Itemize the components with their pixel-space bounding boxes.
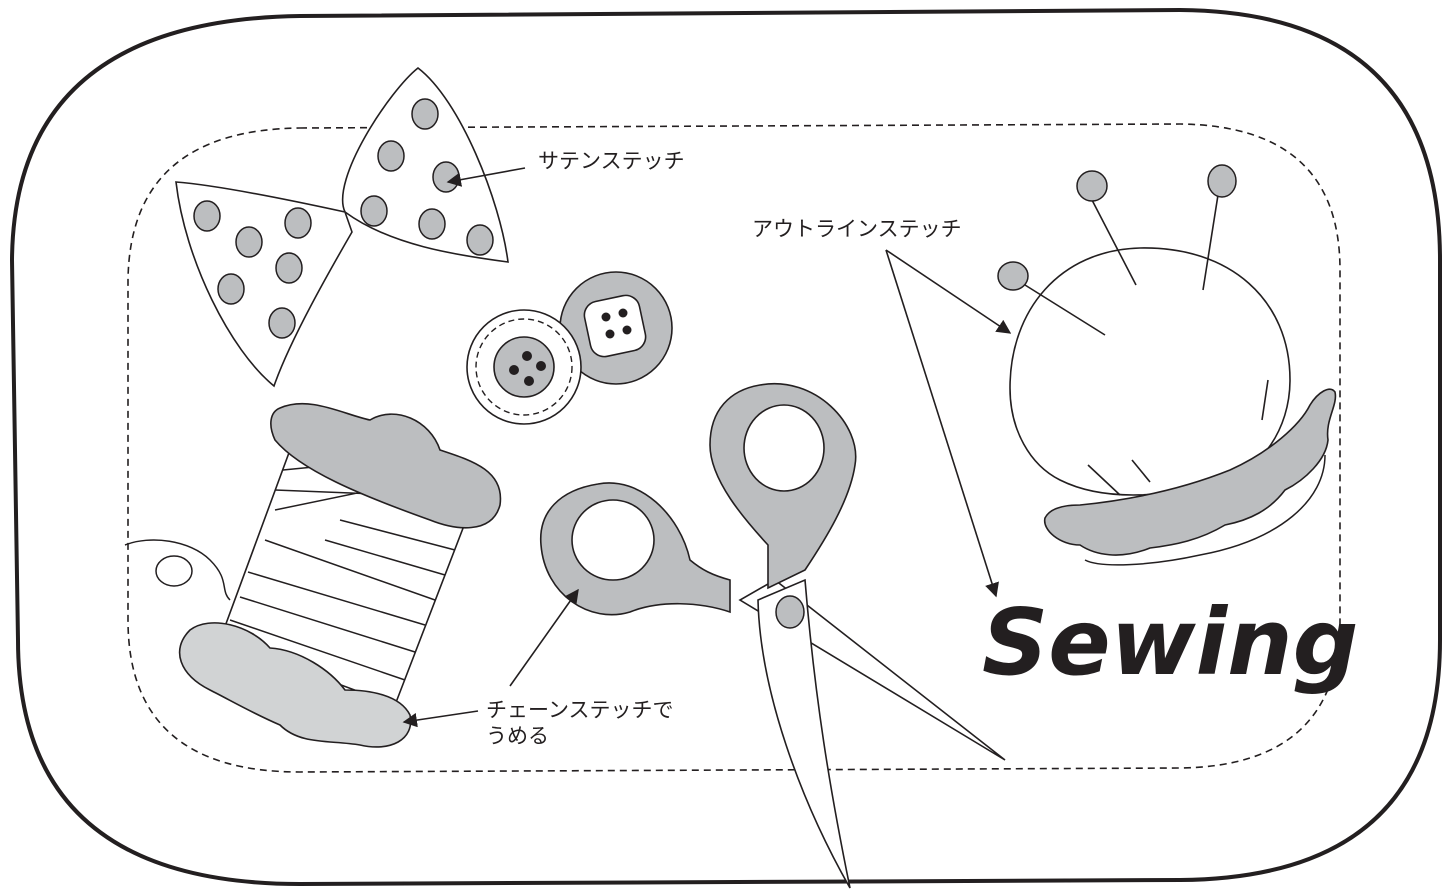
scissors-icon <box>539 382 1006 889</box>
thread-spool-icon <box>124 402 502 748</box>
chain-stitch-label-line1: チェーンステッチで <box>486 698 674 722</box>
ribbon-bow-icon <box>175 66 509 388</box>
sewing-motif-text: Sewing <box>982 589 1359 696</box>
callout-arrows <box>402 167 1012 728</box>
dashed-stitch-border <box>127 123 1341 773</box>
buttons-icon <box>466 271 673 425</box>
satin-stitch-label: サテンステッチ <box>538 149 685 173</box>
outer-frame <box>9 7 1442 887</box>
pincushion-icon <box>997 164 1337 566</box>
chain-stitch-label-line2: うめる <box>486 724 549 748</box>
outline-stitch-label: アウトラインステッチ <box>752 217 962 241</box>
